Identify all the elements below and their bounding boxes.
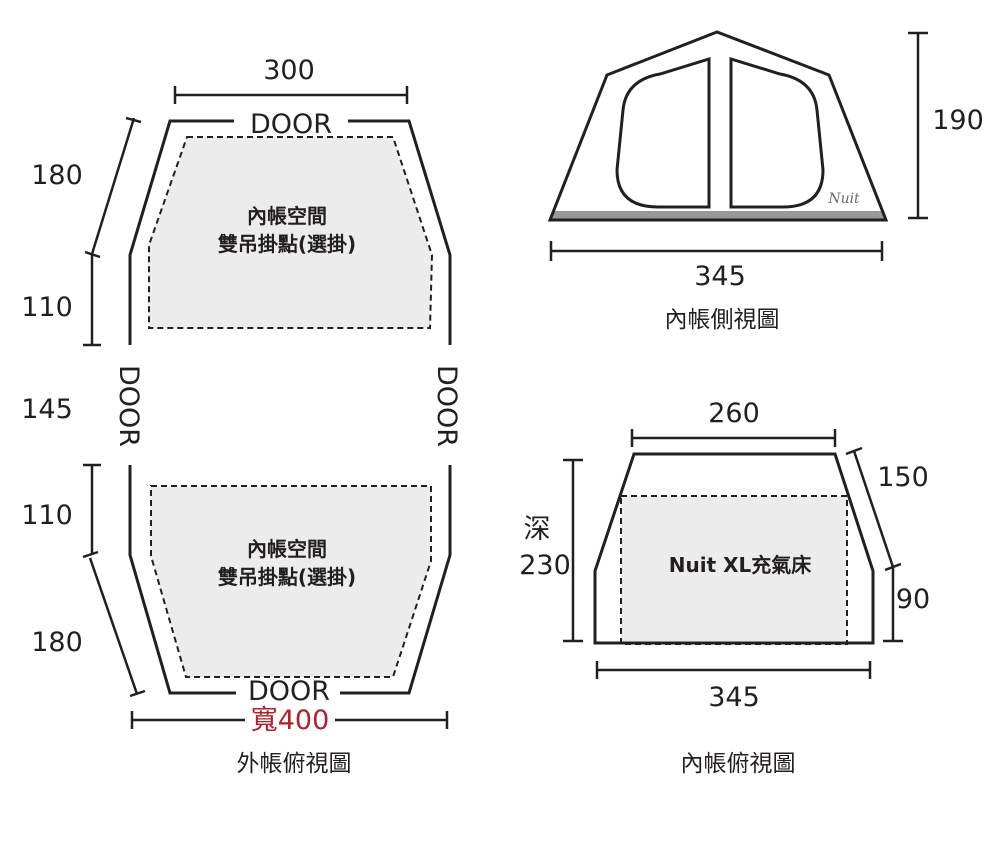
dim-top-width: 300 [263,55,315,86]
dim-depth-label: 深 [524,514,551,545]
air-bed-label: Nuit XL充氣床 [669,553,813,577]
dim-bottom-width: 寬400 [251,705,330,736]
inner-room-upper-line2: 雙吊掛點(選掛) [218,232,356,256]
outer-top-view: 300 內帳空間 雙吊掛點(選掛) 內帳空間 雙吊掛點(選掛) DOOR DOO… [21,55,462,777]
ground-strip [550,211,886,220]
dim-inner-top-width: 260 [708,398,760,429]
outer-wall-lower-right [340,465,452,695]
dim-left-1: 180 [31,160,83,191]
window-left [615,56,711,209]
inner-room-lower-line1: 內帳空間 [247,537,327,561]
dim-depth-value: 230 [519,550,571,581]
window-right [729,56,825,209]
door-right-label: DOOR [431,365,462,447]
dim-height: 190 [932,105,984,136]
inner-room-lower [150,485,432,678]
dim-left-3: 145 [21,394,73,425]
dim-line-side-slant [852,450,895,568]
caption-inner-side-view: 內帳側視圖 [665,307,780,333]
brand-logo: Nuit [827,191,860,207]
outer-wall-upper-right [348,119,452,345]
dim-line-left-180-upper [90,117,136,255]
inner-room-upper-line1: 內帳空間 [247,204,327,228]
door-top-label: DOOR [250,109,332,140]
door-bottom-label: DOOR [248,676,330,707]
inner-room-lower-line2: 雙吊掛點(選掛) [218,565,356,589]
dim-side-width: 345 [694,261,746,292]
dim-line-left-180-lower [88,557,139,695]
dim-side-straight: 90 [896,584,930,615]
outer-wall-upper-left [128,119,234,345]
inner-side-view: Nuit 190 345 內帳側視圖 [547,30,984,333]
inner-top-view: 260 Nuit XL充氣床 深 230 150 90 345 內帳俯視圖 [519,398,930,777]
tent-side-outline [547,30,889,222]
door-left-label: DOOR [113,365,144,447]
caption-outer-top-view: 外帳俯視圖 [237,751,352,777]
dim-left-2: 110 [21,292,73,323]
inner-room-upper [148,136,434,329]
dim-inner-bottom-width: 345 [708,682,760,713]
dim-side-slant: 150 [877,462,929,493]
dim-left-4: 110 [21,500,73,531]
outer-wall-lower-left [128,465,236,695]
inner-floor-outline [593,452,875,645]
dim-left-5: 180 [31,627,83,658]
caption-inner-top-view: 內帳俯視圖 [681,751,796,777]
